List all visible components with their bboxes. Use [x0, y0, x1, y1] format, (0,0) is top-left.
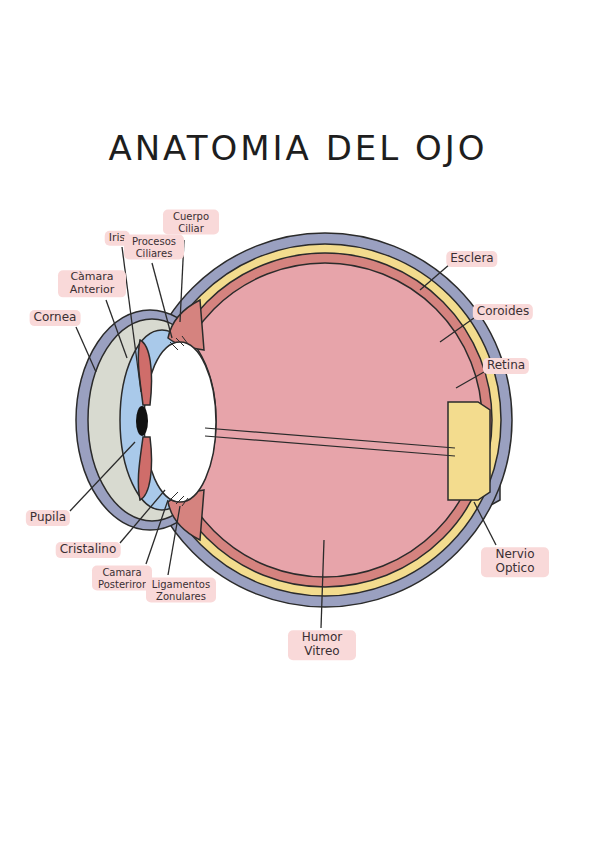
leader-line — [420, 264, 450, 290]
part-label: Cristalino — [56, 542, 121, 558]
leader-line — [440, 318, 474, 342]
leader-lines — [70, 240, 496, 628]
hyaloid-canal — [205, 428, 455, 456]
iris — [138, 340, 151, 405]
part-label: Nervio Optico — [481, 547, 549, 577]
leader-line — [120, 490, 165, 543]
part-label: Procesos Ciliares — [124, 235, 184, 260]
lens — [144, 342, 216, 502]
leader-line — [456, 372, 484, 388]
part-label: Esclera — [446, 251, 497, 267]
part-label: Coroides — [473, 304, 533, 320]
page-title: ANATOMIA DEL OJO — [0, 128, 596, 168]
part-label: Ligamentos Zonulares — [146, 578, 216, 603]
optic-nerve — [448, 402, 490, 500]
part-label: Pupila — [26, 510, 70, 526]
leader-line — [122, 247, 141, 392]
part-label: Retina — [483, 358, 529, 374]
pupil — [136, 406, 148, 436]
leader-line — [76, 327, 96, 372]
leader-line — [152, 263, 172, 338]
leader-line — [106, 300, 127, 358]
leader-line — [168, 506, 180, 575]
part-label: Càmara Anterior — [58, 270, 126, 297]
leader-line — [321, 540, 324, 628]
zonular-fibers — [170, 336, 188, 506]
iris — [138, 437, 151, 500]
part-label: Cornea — [30, 310, 81, 326]
leader-line — [474, 502, 496, 545]
leader-line — [146, 500, 168, 564]
leader-line — [70, 442, 135, 511]
part-label: Camara Posteriror — [92, 566, 152, 591]
part-label: Humor Vitreo — [288, 630, 356, 660]
part-label: Cuerpo Ciliar — [163, 210, 219, 235]
sclera — [138, 233, 512, 607]
